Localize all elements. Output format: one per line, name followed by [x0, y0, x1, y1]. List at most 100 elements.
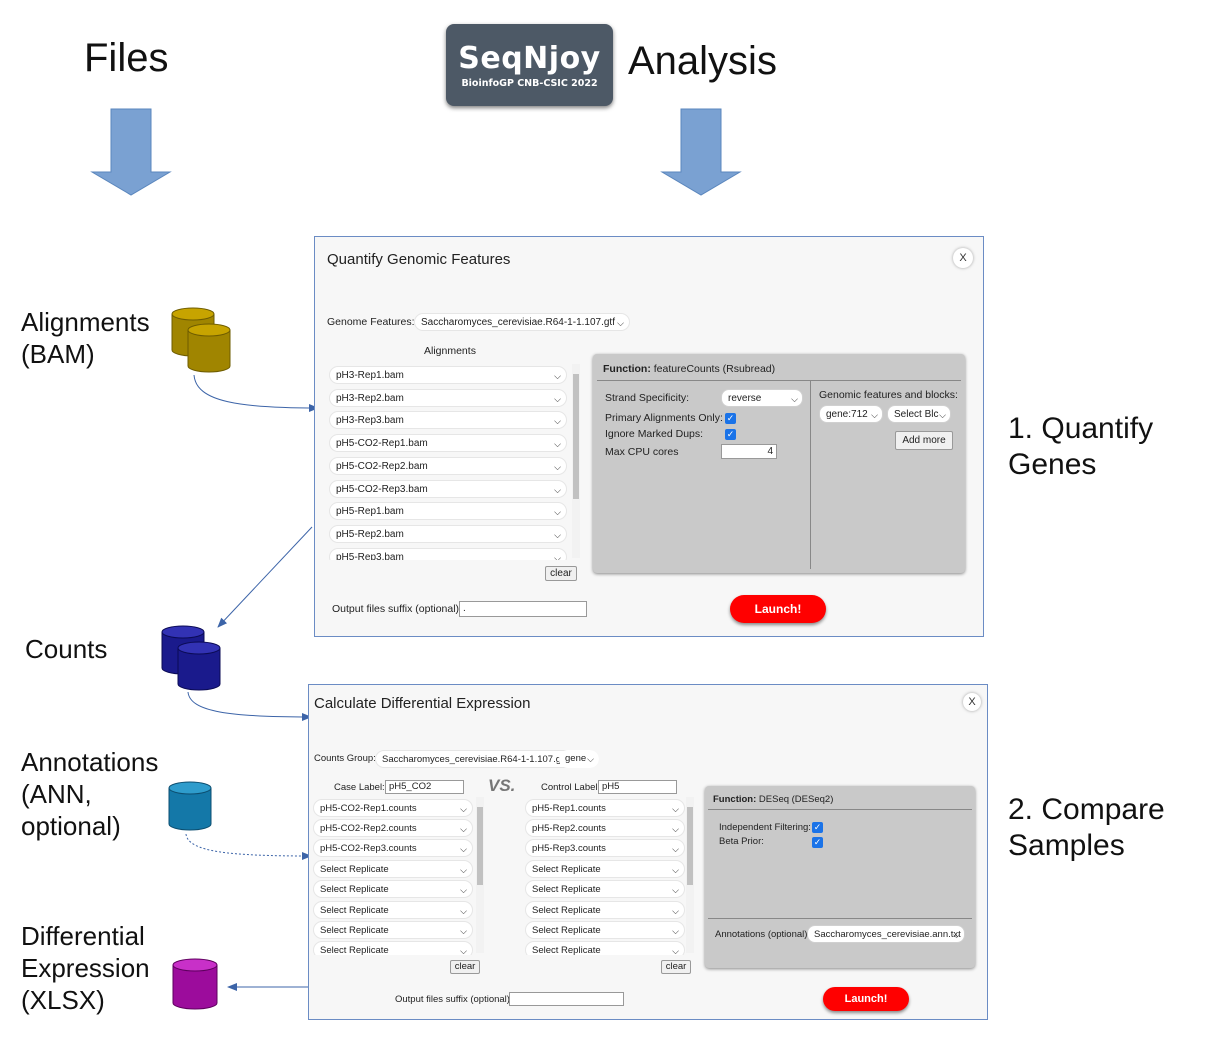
counts-connector: [187, 691, 312, 721]
control-replicate-select[interactable]: pH5-Rep1.counts⌵: [525, 799, 685, 817]
case-replicate-select[interactable]: Select Replicate⌵: [313, 860, 473, 878]
alignment-select[interactable]: pH5-CO2-Rep3.bam⌵: [329, 480, 567, 498]
alignment-select[interactable]: pH3-Rep3.bam⌵: [329, 411, 567, 429]
independent-filtering-checkbox[interactable]: ✓: [812, 822, 823, 833]
xlsx-database-icon: [172, 958, 218, 1010]
seqnjoy-logo: SeqNjoy BioinfoGP CNB-CSIC 2022: [446, 24, 613, 106]
case-label: Case Label:: [334, 782, 385, 793]
differential-label-line2: Expression: [21, 953, 150, 983]
quantify-suffix-input[interactable]: .: [459, 601, 587, 617]
quantify-dialog: Quantify Genomic Features X Genome Featu…: [314, 236, 984, 637]
independent-filtering-label: Independent Filtering:: [719, 822, 811, 833]
strand-select[interactable]: reverse⌵: [721, 389, 803, 407]
de-close-button[interactable]: X: [963, 693, 981, 711]
control-label: Control Label:: [541, 782, 601, 793]
control-replicate-select[interactable]: Select Replicate⌵: [525, 921, 685, 939]
de-launch-button[interactable]: Launch!: [823, 987, 909, 1011]
beta-prior-checkbox[interactable]: ✓: [812, 837, 823, 848]
alignments-label: Alignments (BAM): [21, 306, 150, 370]
control-replicate-select[interactable]: Select Replicate⌵: [525, 880, 685, 898]
case-replicate-select[interactable]: Select Replicate⌵: [313, 901, 473, 919]
de-function-title: Function: DESeq (DESeq2): [713, 794, 834, 805]
quantify-launch-button[interactable]: Launch!: [730, 595, 826, 623]
case-replicate-select[interactable]: Select Replicate⌵: [313, 941, 473, 955]
control-replicate-select[interactable]: pH5-Rep3.counts⌵: [525, 839, 685, 857]
compare-step-line1: 2. Compare: [1008, 793, 1165, 826]
control-replicates-list: pH5-Rep1.counts⌵ pH5-Rep2.counts⌵ pH5-Re…: [525, 797, 687, 955]
de-dialog: Calculate Differential Expression X Coun…: [308, 684, 988, 1020]
vs-label: VS.: [488, 776, 516, 795]
alignment-select[interactable]: pH5-Rep2.bam⌵: [329, 525, 567, 543]
alignments-list: pH3-Rep1.bam⌵ pH3-Rep2.bam⌵ pH3-Rep3.bam…: [327, 364, 571, 560]
case-replicate-select[interactable]: Select Replicate⌵: [313, 921, 473, 939]
de-suffix-label: Output files suffix (optional):: [395, 994, 513, 1005]
alignment-select[interactable]: pH3-Rep1.bam⌵: [329, 366, 567, 384]
files-down-arrow: [90, 108, 172, 196]
alignments-scrollbar[interactable]: [572, 364, 580, 558]
genome-features-label: Genome Features:: [327, 316, 415, 328]
bam-connector: [193, 374, 319, 412]
case-replicates-list: pH5-CO2-Rep1.counts⌵ pH5-CO2-Rep2.counts…: [313, 797, 475, 955]
divider: [708, 918, 972, 919]
logo-subtitle: BioinfoGP CNB-CSIC 2022: [461, 78, 598, 89]
case-replicate-select[interactable]: Select Replicate⌵: [313, 880, 473, 898]
quantify-step-label: 1. Quantify Genes: [1008, 411, 1153, 483]
counts-database-icon: [161, 625, 221, 691]
divider: [708, 809, 972, 810]
primary-label: Primary Alignments Only:: [605, 412, 723, 424]
case-replicate-select[interactable]: pH5-CO2-Rep3.counts⌵: [313, 839, 473, 857]
ignore-dups-label: Ignore Marked Dups:: [605, 428, 704, 440]
case-clear-button[interactable]: clear: [450, 960, 480, 974]
de-suffix-input[interactable]: [509, 992, 624, 1006]
alignment-select[interactable]: pH5-CO2-Rep1.bam⌵: [329, 434, 567, 452]
case-scrollbar[interactable]: [476, 797, 484, 953]
quantify-dialog-title: Quantify Genomic Features: [327, 251, 511, 268]
counts-group-type-select[interactable]: gene⌵: [559, 750, 599, 768]
strand-label: Strand Specificity:: [605, 392, 690, 404]
alignments-label-line1: Alignments: [21, 307, 150, 337]
case-replicate-select[interactable]: pH5-CO2-Rep1.counts⌵: [313, 799, 473, 817]
deseq-panel: Function: DESeq (DESeq2) Independent Fil…: [705, 786, 975, 968]
alignments-clear-button[interactable]: clear: [545, 566, 577, 581]
case-replicate-select[interactable]: pH5-CO2-Rep2.counts⌵: [313, 819, 473, 837]
divider: [810, 381, 811, 569]
annotations-label-line3: optional): [21, 811, 121, 841]
quantify-close-button[interactable]: X: [953, 248, 973, 268]
features-blocks-label: Genomic features and blocks:: [819, 389, 958, 401]
control-replicate-select[interactable]: pH5-Rep2.counts⌵: [525, 819, 685, 837]
control-replicate-select[interactable]: Select Replicate⌵: [525, 901, 685, 919]
ignore-dups-checkbox[interactable]: ✓: [725, 429, 736, 440]
divider: [597, 380, 961, 381]
add-more-button[interactable]: Add more: [895, 431, 953, 450]
analysis-down-arrow: [660, 108, 742, 196]
cpu-label: Max CPU cores: [605, 446, 679, 458]
gene-feature-select[interactable]: gene:712⌵: [819, 405, 883, 423]
genome-features-select[interactable]: Saccharomyces_cerevisiae.R64-1-1.107.gtf…: [414, 313, 630, 331]
control-replicate-select[interactable]: Select Replicate⌵: [525, 941, 685, 955]
analysis-label: Analysis: [628, 39, 777, 83]
alignments-header: Alignments: [424, 345, 476, 357]
ann-connector: [185, 833, 312, 860]
annotation-database-icon: [168, 781, 212, 831]
de-dialog-title: Calculate Differential Expression: [314, 695, 531, 712]
alignment-select[interactable]: pH5-CO2-Rep2.bam⌵: [329, 457, 567, 475]
block-select[interactable]: Select Blc⌵: [887, 405, 951, 423]
files-label: Files: [84, 36, 169, 80]
control-clear-button[interactable]: clear: [661, 960, 691, 974]
alignment-select[interactable]: pH5-Rep1.bam⌵: [329, 502, 567, 520]
control-scrollbar[interactable]: [686, 797, 694, 953]
primary-checkbox[interactable]: ✓: [725, 413, 736, 424]
quantify-step-line1: 1. Quantify: [1008, 412, 1154, 445]
quantify-step-line2: Genes: [1008, 448, 1097, 481]
featurecounts-panel: Function: featureCounts (Rsubread) Stran…: [593, 354, 965, 573]
alignment-select[interactable]: pH3-Rep2.bam⌵: [329, 389, 567, 407]
annotations-select[interactable]: Saccharomyces_cerevisiae.ann.txt⌵: [807, 925, 965, 943]
alignment-select[interactable]: pH5-Rep3.bam⌵: [329, 548, 567, 560]
annotations-optional-label: Annotations (optional): [715, 929, 808, 940]
cpu-input[interactable]: 4: [721, 444, 777, 459]
case-input[interactable]: pH5_CO2: [385, 780, 464, 794]
differential-label-line1: Differential: [21, 921, 145, 951]
control-replicate-select[interactable]: Select Replicate⌵: [525, 860, 685, 878]
compare-step-label: 2. Compare Samples: [1008, 792, 1165, 864]
control-input[interactable]: pH5: [598, 780, 677, 794]
